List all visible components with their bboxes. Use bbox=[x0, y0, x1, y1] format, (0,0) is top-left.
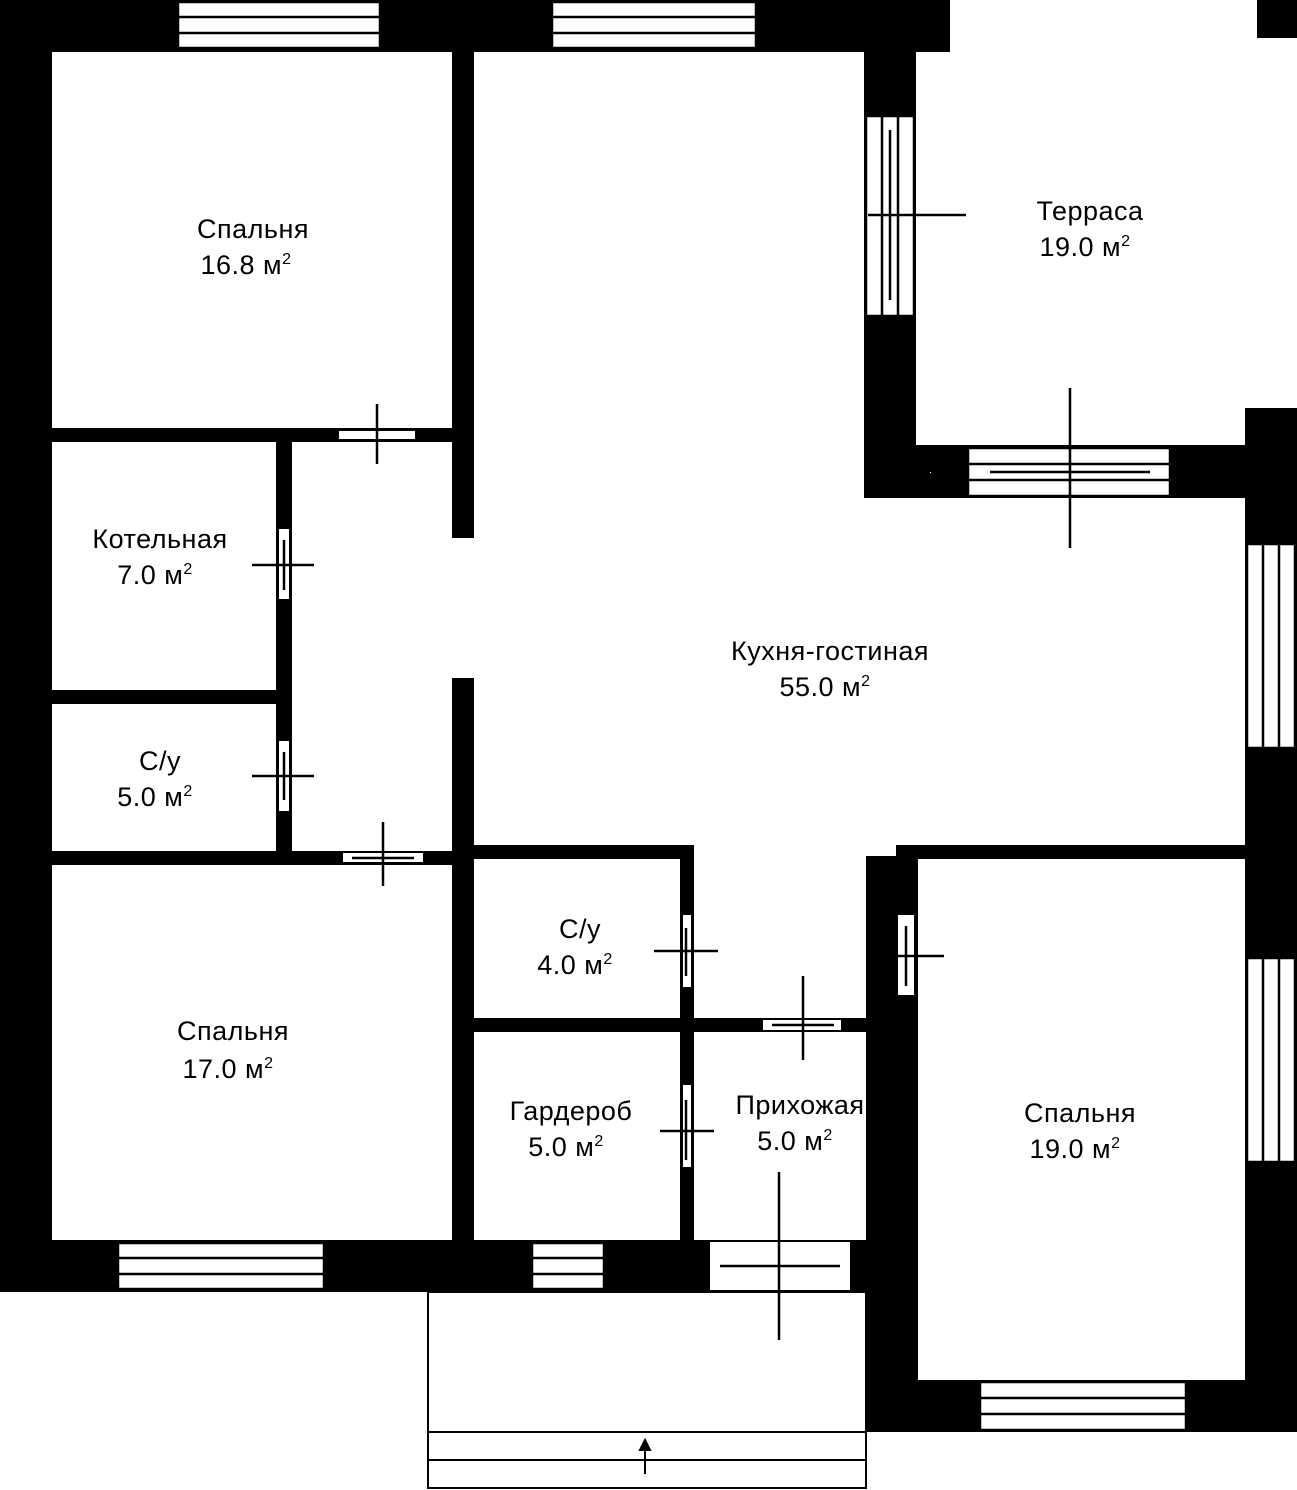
room-boiler-room: Котельная 7.0 м2 bbox=[92, 524, 227, 590]
room-name: Терраса bbox=[1036, 196, 1144, 226]
room-area: 4.0 м2 bbox=[537, 950, 613, 980]
door-terrace bbox=[930, 472, 931, 473]
room-wardrobe: Гардероб 5.0 м2 bbox=[510, 1096, 633, 1162]
entrance-arrow-icon bbox=[638, 1437, 652, 1474]
door-swing-marks bbox=[252, 130, 1150, 1340]
room-name: С/у bbox=[559, 914, 601, 944]
room-area: 55.0 м2 bbox=[779, 672, 870, 702]
window-bottom-left bbox=[116, 1241, 326, 1291]
room-bathroom-2: С/у 4.0 м2 bbox=[537, 914, 613, 980]
room-name: Кухня-гостиная bbox=[731, 636, 929, 666]
room-name: Спальня bbox=[197, 214, 309, 244]
room-name: Спальня bbox=[1024, 1098, 1136, 1128]
window-bottom-right bbox=[978, 1380, 1188, 1432]
windows bbox=[116, 0, 1297, 1432]
room-area: 16.8 м2 bbox=[200, 250, 291, 280]
room-name: Гардероб bbox=[510, 1096, 633, 1126]
window-top-left bbox=[176, 0, 382, 50]
room-kitchen-living: Кухня-гостиная 55.0 м2 bbox=[731, 636, 929, 702]
window-top-center bbox=[550, 0, 758, 50]
room-area: 7.0 м2 bbox=[117, 560, 193, 590]
room-hallway: Прихожая 5.0 м2 bbox=[735, 1090, 864, 1156]
room-bedroom-1: Спальня 16.8 м2 bbox=[197, 214, 309, 280]
room-name: С/у bbox=[139, 746, 181, 776]
room-name: Прихожая bbox=[735, 1090, 864, 1120]
room-terrace: Терраса 19.0 м2 bbox=[1036, 196, 1144, 262]
room-bedroom-2: Спальня 17.0 м2 bbox=[177, 1016, 289, 1084]
room-name: Котельная bbox=[92, 524, 227, 554]
room-name: Спальня bbox=[177, 1016, 289, 1046]
porch bbox=[427, 1291, 867, 1489]
window-right-lower bbox=[1245, 956, 1297, 1164]
room-area: 5.0 м2 bbox=[757, 1126, 833, 1156]
walls bbox=[0, 0, 1297, 1432]
window-bottom-small bbox=[530, 1241, 606, 1291]
room-bathroom-1: С/у 5.0 м2 bbox=[117, 746, 193, 812]
room-area: 5.0 м2 bbox=[117, 782, 193, 812]
doors bbox=[277, 429, 931, 1290]
room-area: 19.0 м2 bbox=[1039, 232, 1130, 262]
room-bedroom-3: Спальня 19.0 м2 bbox=[1024, 1098, 1136, 1164]
room-area: 5.0 м2 bbox=[528, 1132, 604, 1162]
room-labels: Спальня 16.8 м2 Котельная 7.0 м2 С/у 5.0… bbox=[92, 196, 1144, 1164]
room-area: 17.0 м2 bbox=[182, 1054, 273, 1084]
room-area: 19.0 м2 bbox=[1029, 1134, 1120, 1164]
window-right-upper bbox=[1245, 542, 1297, 750]
